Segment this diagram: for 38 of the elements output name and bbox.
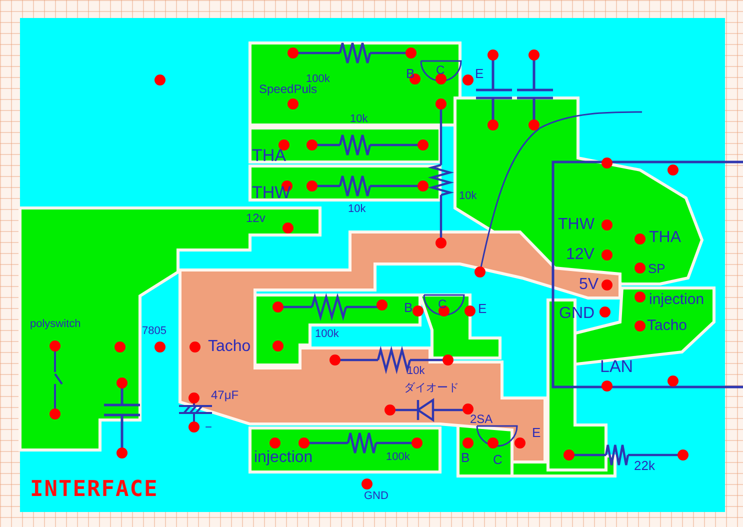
signal-label: SpeedPuls: [259, 83, 318, 95]
signal-label: 12v: [246, 212, 266, 224]
signal-label: Tacho: [208, 339, 251, 355]
pin-label: injection: [649, 292, 704, 307]
component-value: 22k: [634, 459, 655, 472]
component-value: 10k: [459, 191, 477, 202]
signal-label: THW: [252, 184, 291, 201]
polarity-mark: −: [205, 421, 212, 433]
signal-label: injection: [254, 450, 313, 466]
pin-label: B: [461, 451, 470, 464]
pin-label: E: [475, 67, 484, 80]
component-value: 100k: [315, 329, 339, 340]
pin-label: C: [436, 64, 445, 76]
signal-label: THA: [252, 147, 286, 164]
pin-label: B: [404, 301, 413, 314]
pin-label: SP: [648, 262, 666, 275]
pin-label: Tacho: [647, 318, 688, 333]
pin-label: B: [406, 67, 415, 80]
component-value: 47μF: [211, 389, 239, 401]
component-value: 10k: [348, 204, 366, 215]
component-value: 100k: [306, 74, 330, 85]
component-value: 10k: [350, 114, 368, 125]
component-name: 7805: [142, 326, 166, 337]
pin-label: C: [493, 453, 502, 466]
pin-label: THA: [649, 230, 681, 246]
connector-label: LAN: [600, 358, 634, 375]
component-name: polyswitch: [30, 319, 81, 330]
pin-label: THW: [558, 217, 594, 233]
component-name: ダイオード: [404, 383, 459, 394]
net-label: GND: [364, 491, 388, 502]
board-title: INTERFACE: [30, 479, 158, 501]
component-name: 2SA: [470, 413, 493, 425]
component-value: 100k: [386, 452, 410, 463]
pin-label: 12V: [566, 247, 594, 263]
pin-label: 5V: [579, 277, 599, 293]
pin-label: E: [532, 426, 541, 439]
component-value: 10k: [407, 366, 425, 377]
pin-label: E: [478, 302, 487, 315]
